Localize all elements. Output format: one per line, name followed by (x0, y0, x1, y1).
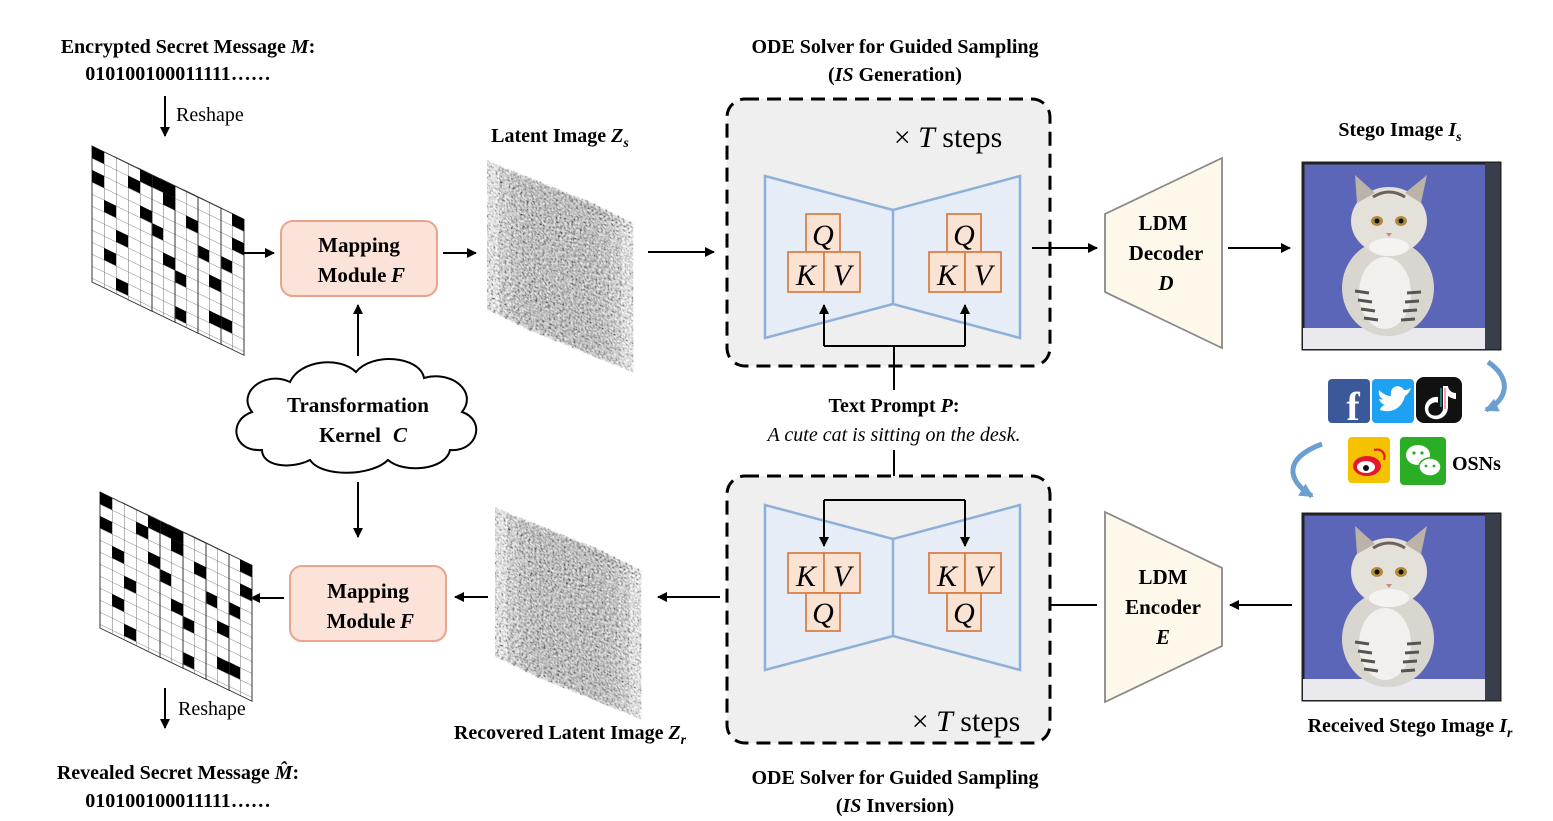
steps-label-bottom: × T steps (912, 705, 1021, 738)
svg-text:Reshape: Reshape (178, 698, 246, 720)
twitter-icon (1372, 379, 1414, 423)
mapping-module-top: Mapping Module F (280, 220, 438, 297)
svg-text:Decoder: Decoder (1129, 241, 1204, 265)
svg-text:C: C (393, 423, 408, 447)
svg-text:V: V (833, 560, 855, 593)
svg-text:Mapping: Mapping (327, 579, 409, 603)
attention-block-bottom-left: K V Q (787, 552, 861, 632)
download-arrow-icon (1290, 441, 1323, 499)
svg-text:Module: Module (327, 609, 396, 633)
prompt-text: A cute cat is sitting on the desk. (766, 424, 1021, 446)
ode-solver-inversion: K V Q K V Q × T steps (725, 474, 1052, 745)
svg-text:Q: Q (812, 219, 834, 252)
svg-text:LDM: LDM (1139, 565, 1188, 589)
secret-message-grid-bottom (99, 491, 253, 703)
svg-text:Q: Q (953, 219, 975, 252)
svg-text:F: F (390, 263, 405, 287)
stego-image-top (1301, 161, 1502, 351)
secret-message-grid-top (91, 145, 245, 357)
svg-text:K: K (795, 259, 818, 292)
svg-text:Transformation: Transformation (287, 393, 429, 417)
mapping-module-bottom: Mapping Module F (289, 565, 447, 642)
osns-group: f OSN (1290, 359, 1507, 499)
svg-text:K: K (936, 560, 959, 593)
svg-text:Q: Q (953, 597, 975, 630)
svg-text:ODE Solver for Guided Sampling: ODE Solver for Guided Sampling (751, 767, 1038, 789)
svg-text:Reshape: Reshape (176, 104, 244, 126)
svg-text:D: D (1157, 271, 1173, 295)
svg-text:Q: Q (812, 597, 834, 630)
steps-label-top: × T steps (894, 121, 1003, 154)
solver-bottom-title: ODE Solver for Guided Sampling (IS Inver… (751, 767, 1038, 817)
svg-text:LDM: LDM (1139, 211, 1188, 235)
attention-block-top-right: Q K V (928, 213, 1002, 293)
osns-label: OSNs (1452, 453, 1501, 475)
svg-text:Encoder: Encoder (1125, 595, 1201, 619)
ode-solver-generation: × T steps Q K V Q K V (725, 97, 1052, 390)
svg-text:V: V (974, 560, 996, 593)
facebook-icon: f (1328, 379, 1370, 429)
reshape-arrow-top: Reshape (160, 96, 244, 137)
svg-text:Module: Module (318, 263, 387, 287)
ldm-decoder: LDM Decoder D (1104, 156, 1223, 350)
tiktok-icon (1416, 377, 1462, 423)
ldm-encoder: LDM Encoder E (1104, 510, 1223, 704)
reshape-arrow-bottom: Reshape (160, 688, 246, 729)
attention-block-top-left: Q K V (787, 213, 861, 293)
transformation-kernel: Transformation Kernel C (235, 358, 478, 474)
svg-text:V: V (833, 259, 855, 292)
latent-image-top (486, 159, 634, 374)
svg-text:Kernel: Kernel (319, 423, 381, 447)
share-arrow-icon (1484, 359, 1507, 413)
svg-text:(IS Inversion): (IS Inversion) (836, 795, 954, 817)
solver-top-title: ODE Solver for Guided Sampling (IS Gener… (751, 36, 1038, 86)
svg-text:ODE Solver for Guided Sampling: ODE Solver for Guided Sampling (751, 36, 1038, 58)
svg-text:(IS Generation): (IS Generation) (828, 64, 962, 86)
revealed-message-bits: 010100100011111…… (85, 790, 271, 812)
svg-text:V: V (974, 259, 996, 292)
stego-image-bottom (1301, 512, 1502, 702)
svg-text:K: K (795, 560, 818, 593)
svg-text:f: f (1346, 384, 1360, 429)
wechat-icon (1400, 437, 1446, 485)
latent-image-bottom (494, 506, 642, 721)
svg-text:Mapping: Mapping (318, 233, 400, 257)
attention-block-bottom-right: K V Q (928, 552, 1002, 632)
svg-text:E: E (1155, 625, 1170, 649)
svg-text:F: F (399, 609, 414, 633)
encrypted-message-bits: 010100100011111…… (85, 63, 271, 85)
svg-text:K: K (936, 259, 959, 292)
weibo-icon (1348, 437, 1390, 483)
